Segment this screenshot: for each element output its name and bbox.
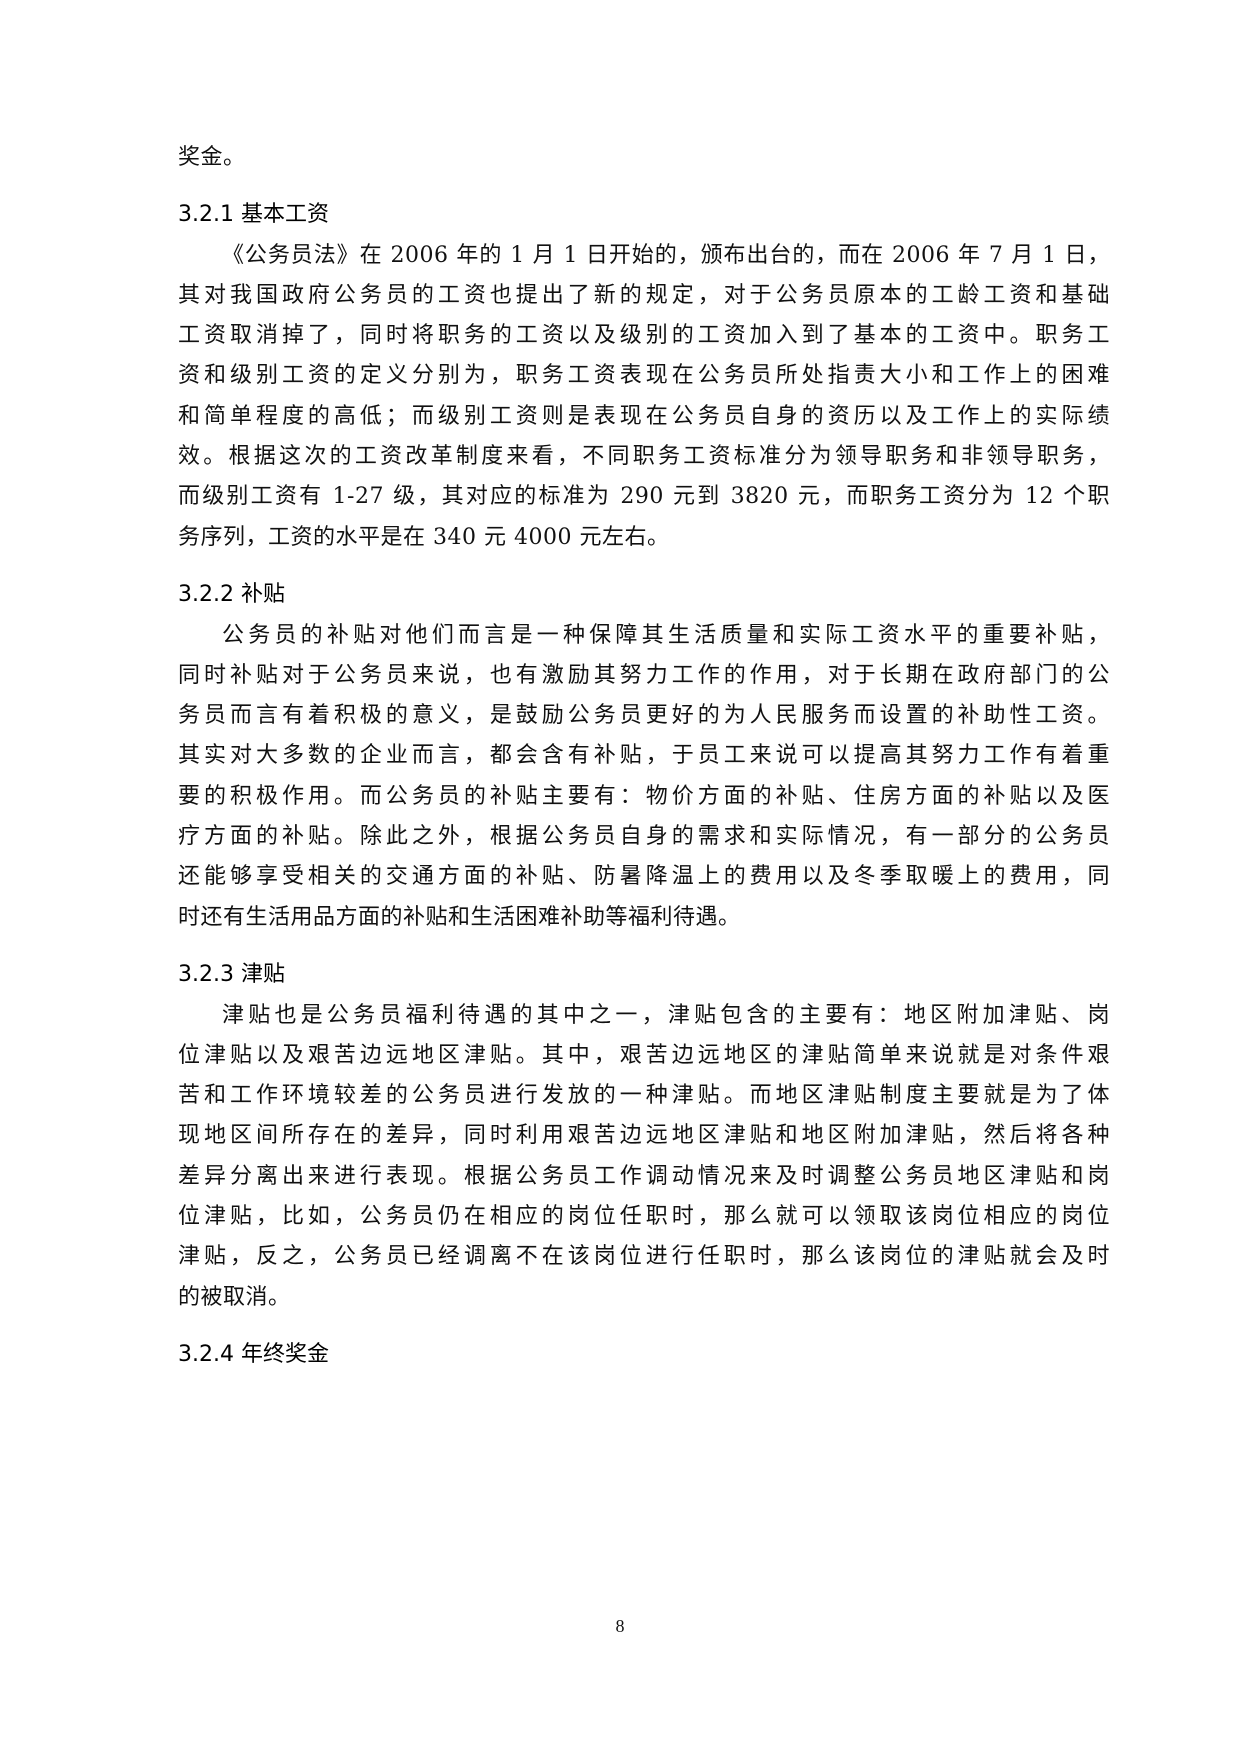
paragraph-line: 《公务员法》在 2006 年的 1 月 1 日开始的，颁布出台的，而在 2006… xyxy=(222,243,1110,268)
paragraph-line: 时还有生活用品方面的补贴和生活困难补助等福利待遇。 xyxy=(178,905,741,930)
paragraph-line: 而级别工资有 1-27 级，其对应的标准为 290 元到 3820 元，而职务工… xyxy=(178,484,1110,509)
section-heading-3-2-2: 3.2.2 补贴 xyxy=(178,582,285,607)
paragraph-line: 其对我国政府公务员的工资也提出了新的规定，对于公务员原本的工龄工资和基础 xyxy=(178,283,1110,308)
paragraph-line: 工资取消掉了，同时将职务的工资以及级别的工资加入到了基本的工资中。职务工 xyxy=(178,323,1110,348)
paragraph-line: 公务员的补贴对他们而言是一种保障其生活质量和实际工资水平的重要补贴， xyxy=(222,623,1110,648)
continuation-line: 奖金。 xyxy=(178,145,246,170)
section-heading-3-2-3: 3.2.3 津贴 xyxy=(178,962,285,987)
section-heading-3-2-4: 3.2.4 年终奖金 xyxy=(178,1342,329,1367)
paragraph-line: 效。根据这次的工资改革制度来看，不同职务工资标准分为领导职务和非领导职务， xyxy=(178,444,1110,469)
page-number: 8 xyxy=(615,1616,625,1636)
paragraph-line: 务序列，工资的水平是在 340 元 4000 元左右。 xyxy=(178,525,670,550)
paragraph-line: 疗方面的补贴。除此之外，根据公务员自身的需求和实际情况，有一部分的公务员 xyxy=(178,824,1110,849)
paragraph-line: 务员而言有着积极的意义，是鼓励公务员更好的为人民服务而设置的补助性工资。 xyxy=(178,703,1110,728)
paragraph-line: 还能够享受相关的交通方面的补贴、防暑降温上的费用以及冬季取暖上的费用，同 xyxy=(178,864,1110,889)
paragraph-line: 差异分离出来进行表现。根据公务员工作调动情况来及时调整公务员地区津贴和岗 xyxy=(178,1164,1110,1189)
paragraph-line: 津贴，反之，公务员已经调离不在该岗位进行任职时，那么该岗位的津贴就会及时 xyxy=(178,1244,1110,1269)
paragraph-line: 要的积极作用。而公务员的补贴主要有：物价方面的补贴、住房方面的补贴以及医 xyxy=(178,784,1110,809)
paragraph-line: 津贴也是公务员福利待遇的其中之一，津贴包含的主要有：地区附加津贴、岗 xyxy=(222,1003,1110,1028)
paragraph-line: 其实对大多数的企业而言，都会含有补贴，于员工来说可以提高其努力工作有着重 xyxy=(178,743,1110,768)
paragraph-line: 的被取消。 xyxy=(178,1285,291,1310)
paragraph-line: 资和级别工资的定义分别为，职务工资表现在公务员所处指责大小和工作上的困难 xyxy=(178,363,1110,388)
paragraph-line: 同时补贴对于公务员来说，也有激励其努力工作的作用，对于长期在政府部门的公 xyxy=(178,663,1110,688)
paragraph-line: 和简单程度的高低；而级别工资则是表现在公务员自身的资历以及工作上的实际绩 xyxy=(178,404,1110,429)
section-heading-3-2-1: 3.2.1 基本工资 xyxy=(178,202,329,227)
paragraph-line: 位津贴以及艰苦边远地区津贴。其中，艰苦边远地区的津贴简单来说就是对条件艰 xyxy=(178,1043,1110,1068)
paragraph-line: 位津贴，比如，公务员仍在相应的岗位任职时，那么就可以领取该岗位相应的岗位 xyxy=(178,1204,1110,1229)
paragraph-line: 苦和工作环境较差的公务员进行发放的一种津贴。而地区津贴制度主要就是为了体 xyxy=(178,1083,1110,1108)
paragraph-line: 现地区间所存在的差异，同时利用艰苦边远地区津贴和地区附加津贴，然后将各种 xyxy=(178,1123,1110,1148)
